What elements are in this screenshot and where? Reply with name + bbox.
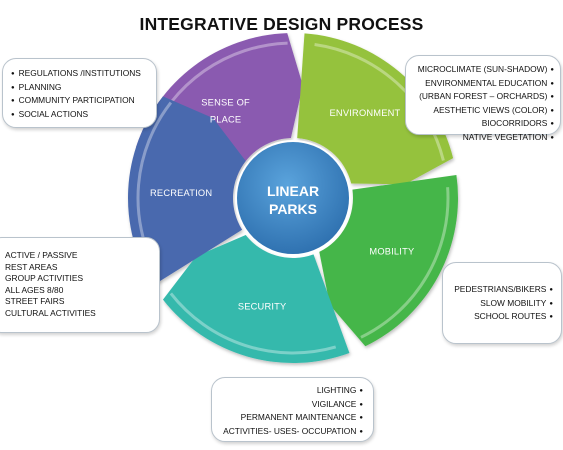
list-item: AESTHETIC VIEWS (COLOR) [406, 105, 554, 119]
center-circle [235, 140, 351, 256]
segment-security-label: SECURITY [238, 302, 287, 312]
list-item: SOCIAL ACTIONS [11, 109, 156, 123]
list-item: ENVIRONMENTAL EDUCATION [406, 78, 554, 92]
list-item: COMMUNITY PARTICIPATION [11, 95, 156, 109]
list-item: STREET FAIRS [5, 296, 65, 307]
list-item: CULTURAL ACTIVITIES [5, 307, 96, 318]
segment-mobility-label: MOBILITY [369, 247, 414, 257]
mobility-box: PEDESTRIANS/BIKERS SLOW MOBILITY SCHOOL … [442, 262, 562, 344]
segment-sense-of-place-label: SENSE OF [201, 98, 250, 108]
recreation-box: ACTIVE / PASSIVE REST AREAS GROUP ACTIVI… [0, 237, 160, 333]
list-item: PEDESTRIANS/BIKERS [443, 284, 553, 298]
segment-environment [297, 33, 454, 185]
segment-security-arrow-stroke [169, 292, 337, 355]
list-item: MICROCLIMATE (SUN-SHADOW) [406, 64, 554, 78]
list-item: BIOCORRIDORS [406, 118, 554, 132]
list-item: LIGHTING [212, 385, 363, 399]
list-item: ACTIVITIES- USES- OCCUPATION [212, 426, 363, 440]
list-item: ALL AGES 8/80 [5, 284, 64, 295]
social-box: REGULATIONS /INSTITUTIONS PLANNING COMMU… [2, 58, 157, 128]
list-item: VIGILANCE [212, 399, 363, 413]
security-box: LIGHTING VIGILANCE PERMANENT MAINTENANCE… [211, 377, 374, 442]
environment-box: MICROCLIMATE (SUN-SHADOW) ENVIRONMENTAL … [405, 55, 561, 142]
diagram-title: INTEGRATIVE DESIGN PROCESS [139, 14, 424, 34]
list-item: NATIVE VEGETATION [406, 132, 554, 146]
segment-recreation [127, 96, 246, 286]
list-item: GROUP ACTIVITIES [5, 273, 84, 284]
segment-recreation-label: RECREATION [150, 188, 212, 198]
center-label-line1: LINEAR [267, 183, 319, 199]
list-item: SLOW MOBILITY [443, 298, 553, 312]
list-item: ACTIVE / PASSIVE [5, 250, 78, 260]
segment-environment-label: ENVIRONMENT [330, 108, 401, 118]
segment-security [162, 234, 350, 363]
list-item: (URBAN FOREST – ORCHARDS) [406, 91, 554, 105]
list-item: REGULATIONS /INSTITUTIONS [11, 68, 156, 82]
list-item: PERMANENT MAINTENANCE [212, 412, 363, 426]
segment-sense-of-place-label-line2: PLACE [210, 115, 242, 125]
list-item: SCHOOL ROUTES [443, 311, 553, 325]
center-label-line2: PARKS [269, 201, 317, 217]
segment-mobility [319, 175, 458, 347]
segment-mobility-arrow-stroke [360, 187, 450, 339]
list-item: PLANNING [11, 82, 156, 96]
list-item: REST AREAS [5, 261, 58, 272]
